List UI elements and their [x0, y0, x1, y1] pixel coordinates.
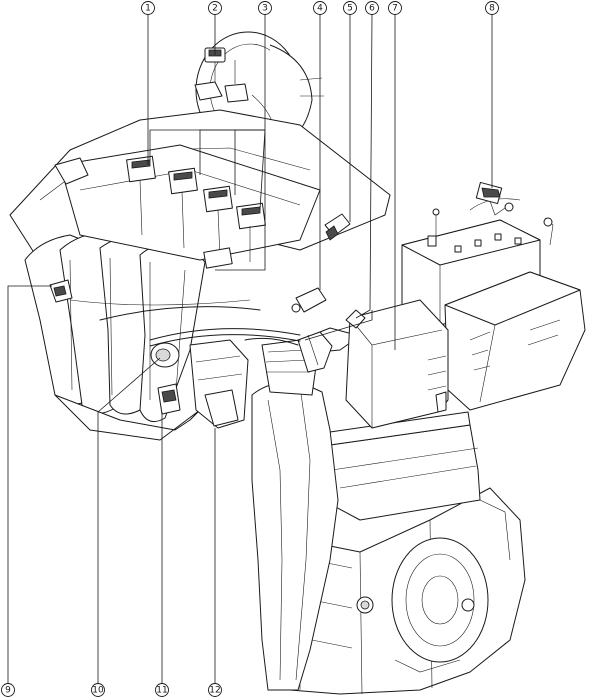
callout-number: 10	[92, 686, 104, 696]
callout-number: 2	[212, 4, 218, 14]
cylinder-head	[54, 144, 321, 269]
hoses	[99, 306, 301, 347]
callout-5: 5	[343, 1, 357, 15]
callout-circle	[141, 1, 155, 15]
callout-number: 7	[392, 4, 398, 14]
callout-circle	[258, 1, 272, 15]
pcm	[345, 299, 449, 429]
callout-8: 8	[485, 1, 499, 15]
callout-10: 10	[91, 683, 105, 697]
callout-3: 3	[258, 1, 272, 15]
callout-circle	[485, 1, 499, 15]
air-cleaner	[251, 327, 481, 691]
callout-number: 11	[156, 686, 167, 696]
callout-circle	[208, 683, 222, 697]
callout-circle	[388, 1, 402, 15]
callout-number: 6	[369, 4, 375, 14]
callout-2: 2	[208, 1, 222, 15]
callout-number: 12	[209, 686, 220, 696]
callout-7: 7	[388, 1, 402, 15]
callout-number: 8	[489, 4, 495, 14]
callout-9: 9	[1, 683, 15, 697]
callout-6: 6	[365, 1, 379, 15]
callout-circle	[365, 1, 379, 15]
callout-circle	[208, 1, 222, 15]
callout-1: 1	[141, 1, 155, 15]
callout-circle	[91, 683, 105, 697]
callout-number: 9	[5, 686, 11, 696]
callout-4: 4	[313, 1, 327, 15]
transaxle	[261, 487, 526, 695]
callout-circle	[155, 683, 169, 697]
callout-number: 5	[347, 4, 353, 14]
leader-lines	[7, 13, 493, 690]
callout-circle	[343, 1, 357, 15]
callout-11: 11	[155, 683, 169, 697]
relay-box	[444, 181, 586, 411]
callout-number: 3	[262, 4, 268, 14]
callout-circle	[1, 683, 15, 697]
callout-number: 4	[317, 4, 323, 14]
callout-circle	[313, 1, 327, 15]
callout-12: 12	[208, 683, 222, 697]
callout-number: 1	[145, 4, 151, 14]
sensors	[49, 213, 351, 429]
